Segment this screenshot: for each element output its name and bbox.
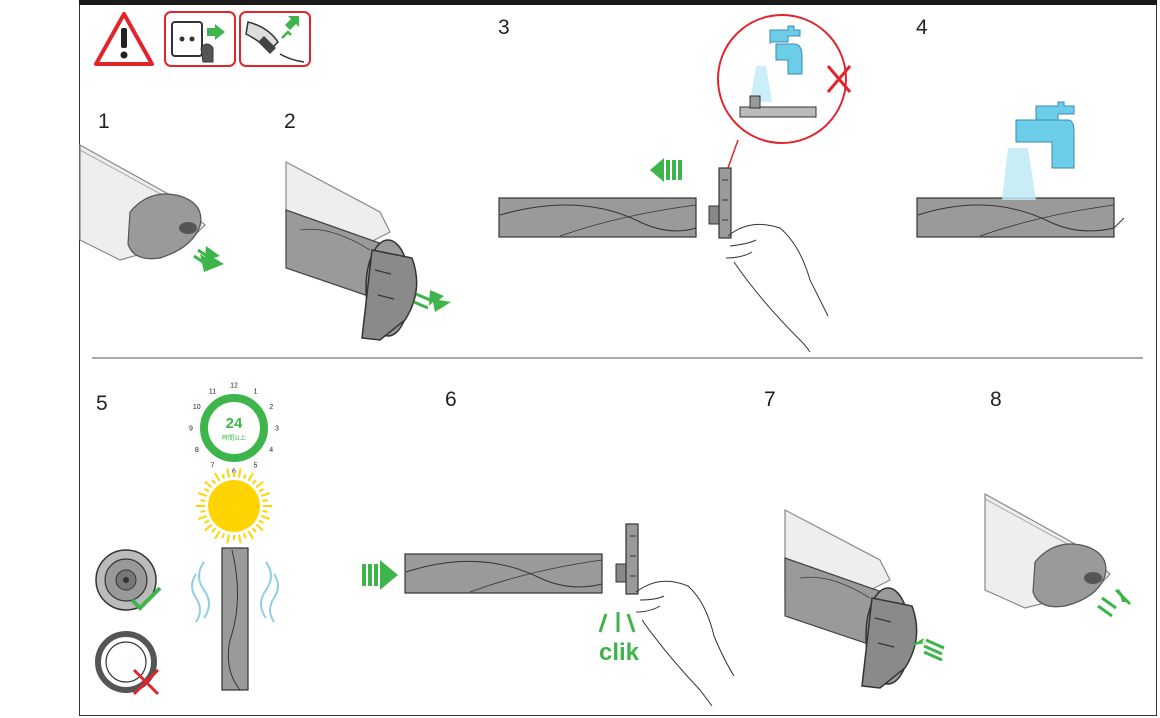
step-number-6: 6 [445, 388, 457, 411]
click-label: clik [599, 639, 640, 666]
clock-numeral: 9 [189, 426, 193, 433]
warning-triangle-icon [94, 12, 154, 66]
step7-endcap-close-illustration [784, 509, 945, 689]
clock-numeral: 5 [254, 463, 258, 470]
arrow-icon [910, 638, 945, 662]
cross-icon [132, 668, 160, 696]
sun-ray [221, 532, 226, 539]
clock-numeral: 8 [195, 447, 199, 454]
sun-ray [242, 473, 247, 480]
sun-ray [197, 514, 208, 520]
step3-remove-roller-illustration [498, 14, 852, 353]
clock-unit-text: 時間以上 [222, 434, 246, 442]
clock-numeral: 10 [193, 404, 201, 411]
step-number-1: 1 [98, 110, 110, 133]
sun-ray [214, 472, 221, 482]
step-number-4: 4 [916, 16, 928, 39]
sun-ray [204, 480, 213, 489]
sun-ray [214, 530, 221, 540]
tap-icon [1002, 101, 1075, 200]
sun-ray [247, 530, 254, 540]
step6-insert-roller-illustration [362, 523, 735, 707]
step2-endcap-open-illustration [285, 161, 451, 341]
sun-ray [238, 534, 242, 544]
sun-ray [242, 532, 247, 539]
sun-ray [251, 527, 257, 533]
sun-ray [200, 510, 206, 513]
step-number-3: 3 [498, 16, 510, 39]
step-number-5: 5 [96, 392, 108, 415]
step-number-2: 2 [284, 110, 296, 133]
sun-ray [197, 492, 208, 498]
sun-ray [204, 523, 213, 532]
clock-numeral: 11 [209, 388, 216, 395]
roller-end-wet-bad [95, 631, 160, 696]
sun-ray [262, 499, 268, 502]
sun-ray [211, 527, 217, 533]
arrow-icon [413, 290, 451, 312]
sun-ray [226, 534, 230, 544]
arrow-icon [1097, 588, 1132, 618]
sun-ray [255, 480, 264, 489]
drying-roller-illustration [191, 547, 279, 691]
clock-hours: 24 [226, 415, 243, 432]
clock-numeral: 4 [269, 447, 273, 454]
step-number-7: 7 [764, 388, 776, 411]
tap-icon [750, 25, 803, 102]
sun-ray [251, 479, 257, 485]
sun-ray [221, 473, 226, 480]
arrow-icon [193, 246, 224, 272]
sun-ray [200, 499, 206, 502]
sun-ray [238, 468, 242, 478]
sun-icon [196, 468, 272, 544]
top-border-bar [79, 0, 1157, 5]
clock-numeral: 3 [275, 426, 279, 433]
unplug-charger-icon [239, 11, 311, 67]
step-number-8: 8 [990, 388, 1002, 411]
clock-numerals: 121234567891011 [189, 383, 279, 476]
sun-ray [260, 514, 271, 520]
sun-ray [255, 523, 264, 532]
cross-icon [826, 65, 852, 93]
step8-nozzle-illustration [984, 492, 1132, 618]
sun-ray [247, 472, 254, 482]
step4-rinse-roller-illustration [916, 101, 1125, 238]
sun-ray [260, 492, 271, 498]
roller-end-dry-ok [95, 549, 162, 611]
sun-ray [204, 519, 210, 524]
roller [498, 197, 697, 238]
sun-ray [226, 468, 230, 478]
sun-ray [204, 488, 210, 493]
check-icon [130, 586, 162, 611]
sun-ray [258, 488, 264, 493]
arrow-icon [650, 158, 682, 182]
sun-ray [262, 510, 268, 513]
sheet-frame [79, 0, 1157, 716]
clock-numeral: 7 [211, 463, 215, 470]
clock-numeral: 2 [269, 404, 273, 411]
unplug-wall-icon [164, 11, 236, 67]
step1-nozzle-illustration [79, 143, 224, 272]
arrow-icon [362, 560, 398, 590]
clock-numeral: 12 [230, 383, 238, 390]
clock-icon [200, 394, 268, 462]
sun-ray [258, 519, 264, 524]
sun-ray [211, 479, 217, 485]
clock-numeral: 1 [254, 388, 258, 395]
